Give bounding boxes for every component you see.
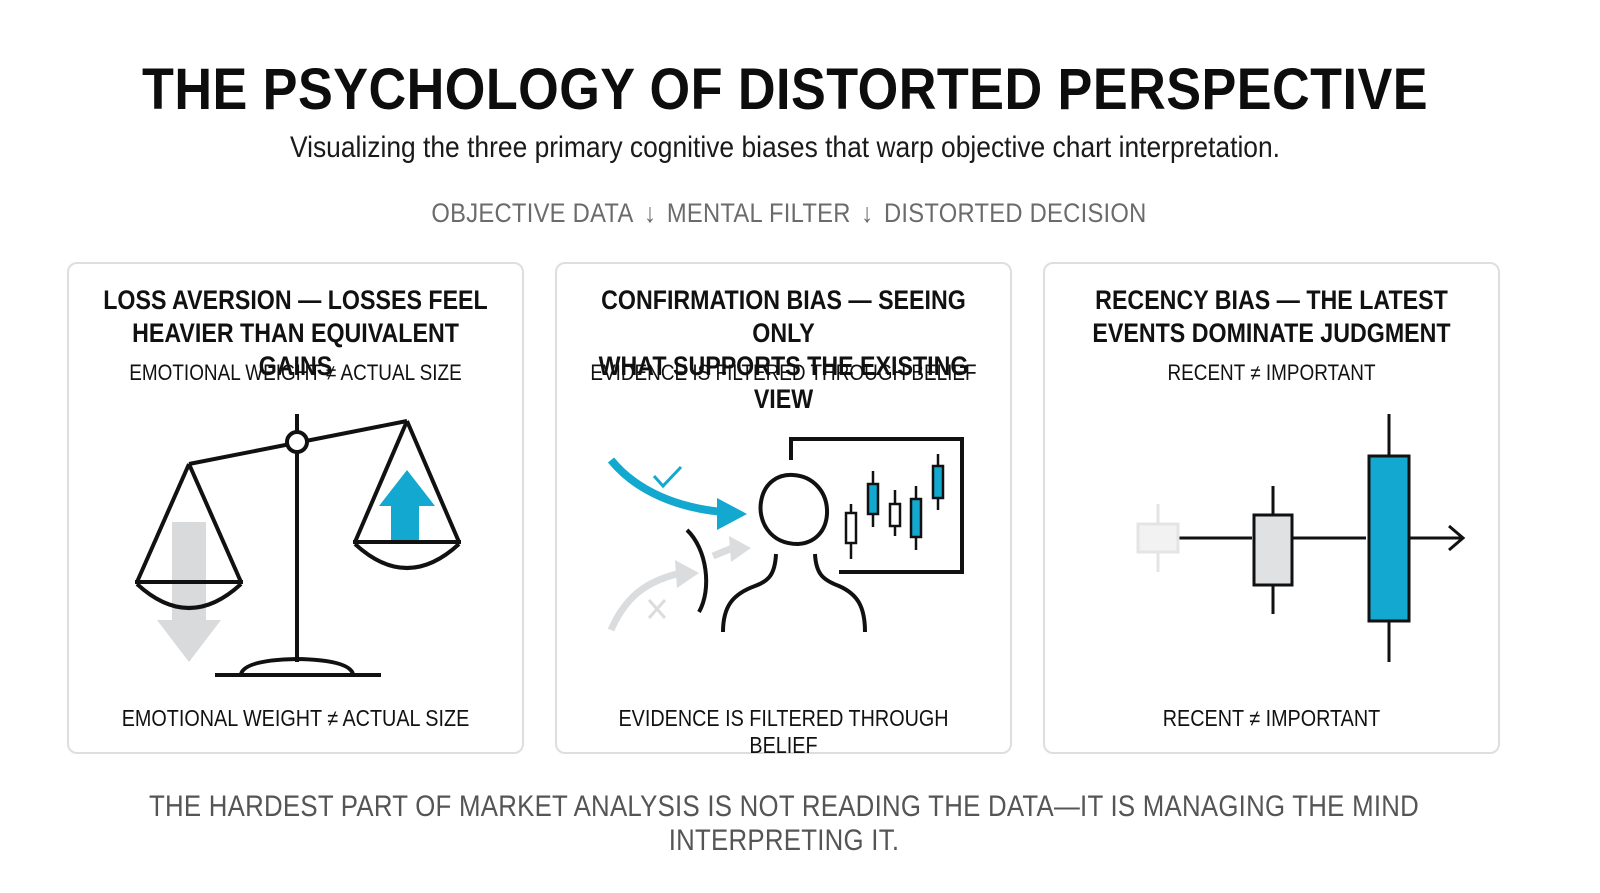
person-icon xyxy=(721,472,867,633)
accepted-arrow-icon xyxy=(607,457,747,530)
page-title: THE PSYCHOLOGY OF DISTORTED PERSPECTIVE xyxy=(141,57,1429,122)
faded-candle-icon xyxy=(1136,504,1180,572)
card-tag: RECENT ≠ IMPORTANT xyxy=(1167,360,1376,385)
candlestick-timeline-icon xyxy=(1081,414,1466,662)
down-arrow-icon: ↓ xyxy=(644,198,657,228)
down-arrow-icon xyxy=(157,522,221,662)
card-tag: EVIDENCE IS FILTERED THROUGH BELIEF xyxy=(590,360,977,385)
up-arrow-icon xyxy=(379,470,435,542)
card-recency-bias: RECENCY BIAS — THE LATEST EVENTS DOMINAT… xyxy=(1043,262,1500,754)
card-heading-line: WHAT SUPPORTS THE EXISTING VIEW xyxy=(598,351,969,414)
blue-candle-icon xyxy=(1367,414,1411,662)
card-heading-line: CONFIRMATION BIAS — SEEING ONLY xyxy=(601,285,966,348)
card-loss-aversion: LOSS AVERSION — LOSSES FEEL HEAVIER THAN… xyxy=(67,262,524,754)
card-heading-line: LOSS AVERSION — LOSSES FEEL xyxy=(103,285,488,315)
card-heading-line: HEAVIER THAN EQUIVALENT GAINS xyxy=(132,318,459,381)
person-viewing-chart-icon xyxy=(607,437,964,633)
rejected-arrow-icon xyxy=(607,536,751,632)
card-caption: EMOTIONAL WEIGHT ≠ ACTUAL SIZE xyxy=(121,705,470,731)
card-caption: EVIDENCE IS FILTERED THROUGH BELIEF xyxy=(618,705,949,758)
card-heading-line: EVENTS DOMINATE JUDGMENT xyxy=(1092,318,1451,348)
flow-step-distorted-decision: DISTORTED DECISION xyxy=(883,198,1147,228)
card-heading-line: RECENCY BIAS — THE LATEST xyxy=(1095,285,1448,315)
card-heading: CONFIRMATION BIAS — SEEING ONLY WHAT SUP… xyxy=(589,284,979,416)
flow-step-mental-filter: MENTAL FILTER xyxy=(666,198,851,228)
page-subtitle: Visualizing the three primary cognitive … xyxy=(289,131,1281,164)
footer-quote: THE HARDEST PART OF MARKET ANALYSIS IS N… xyxy=(148,790,1420,857)
card-confirmation-bias: CONFIRMATION BIAS — SEEING ONLY WHAT SUP… xyxy=(555,262,1012,758)
card-heading: RECENCY BIAS — THE LATEST EVENTS DOMINAT… xyxy=(1077,284,1467,350)
balance-scale-icon xyxy=(135,414,461,677)
card-tag: EMOTIONAL WEIGHT ≠ ACTUAL SIZE xyxy=(129,360,462,385)
card-caption: RECENT ≠ IMPORTANT xyxy=(1162,705,1381,731)
down-arrow-icon: ↓ xyxy=(861,198,874,228)
candlestick-icon xyxy=(844,454,945,559)
card-heading: LOSS AVERSION — LOSSES FEEL HEAVIER THAN… xyxy=(101,284,491,383)
process-flow: OBJECTIVE DATA ↓ MENTAL FILTER ↓ DISTORTED D… xyxy=(95,198,1484,229)
gray-candle-icon xyxy=(1252,486,1294,614)
flow-step-objective-data: OBJECTIVE DATA xyxy=(431,198,634,228)
